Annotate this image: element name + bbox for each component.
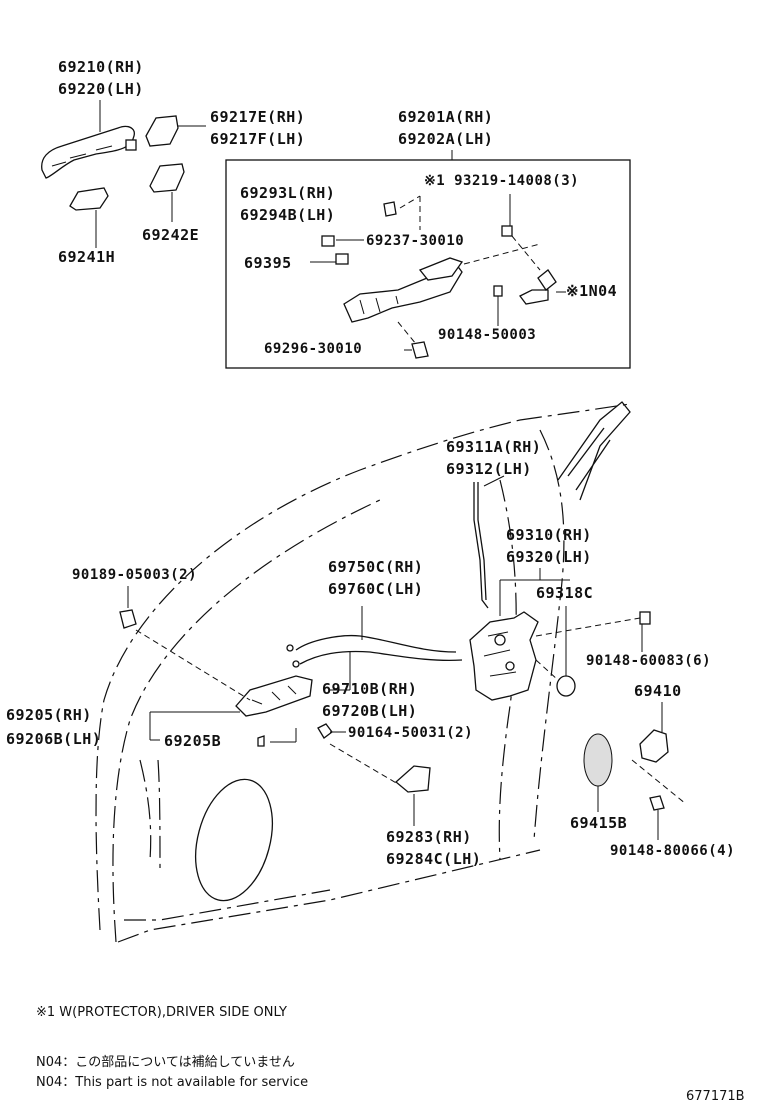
label-69294b: 69294B(LH) bbox=[240, 206, 336, 224]
label-69284c: 69284C(LH) bbox=[386, 850, 482, 868]
label-69318c: 69318C bbox=[536, 584, 594, 602]
outside-handle-drawing bbox=[41, 125, 137, 179]
grommet-drawing bbox=[556, 675, 576, 697]
handle-cover-drawing bbox=[145, 115, 179, 147]
label-69410: 69410 bbox=[634, 682, 682, 700]
label-69202a: 69202A(LH) bbox=[398, 130, 494, 148]
label-69217e: 69217E(RH) bbox=[210, 108, 306, 126]
striker-drawing bbox=[639, 729, 669, 763]
label-69220: 69220(LH) bbox=[58, 80, 144, 98]
label-90148-80066: 90148-80066(4) bbox=[610, 843, 736, 859]
note-n04-japanese: N04：この部品については補給していません bbox=[36, 1055, 295, 1070]
label-69415b: 69415B bbox=[570, 814, 628, 832]
label-69760c: 69760C(LH) bbox=[328, 580, 424, 598]
label-69395: 69395 bbox=[244, 254, 292, 272]
figure-id: 677171B bbox=[686, 1089, 745, 1104]
door-lock-drawing bbox=[469, 611, 539, 701]
door-outline-drawing bbox=[95, 401, 631, 943]
label-69242e: 69242E bbox=[142, 226, 200, 244]
plate-drawing bbox=[583, 733, 613, 787]
label-69201a: 69201A(RH) bbox=[398, 108, 494, 126]
screw-drawing bbox=[639, 611, 651, 625]
label-69320: 69320(LH) bbox=[506, 548, 592, 566]
label-69750c: 69750C(RH) bbox=[328, 558, 424, 576]
label-69217f: 69217F(LH) bbox=[210, 130, 306, 148]
label-90148-50003: 90148-50003 bbox=[438, 327, 537, 343]
label-69293l: 69293L(RH) bbox=[240, 184, 336, 202]
handle-frame-drawing bbox=[321, 201, 557, 359]
label-69241h: 69241H bbox=[58, 248, 116, 266]
screw-inner-drawing bbox=[317, 723, 333, 739]
label-90148-60083: 90148-60083(6) bbox=[586, 653, 712, 669]
label-69710b: 69710B(RH) bbox=[322, 680, 418, 698]
label-69205: 69205(RH) bbox=[6, 706, 92, 724]
screw-striker-drawing bbox=[649, 795, 665, 811]
rod-drawing bbox=[473, 482, 489, 609]
label-69296: 69296-30010 bbox=[264, 341, 363, 357]
pad-front-drawing bbox=[69, 187, 109, 211]
label-69205b: 69205B bbox=[164, 732, 222, 750]
label-69210: 69210(RH) bbox=[58, 58, 144, 76]
pad-rear-drawing bbox=[149, 163, 185, 193]
label-69310: 69310(RH) bbox=[506, 526, 592, 544]
label-n04: ※1N04 bbox=[566, 282, 618, 300]
label-90189: 90189-05003(2) bbox=[72, 567, 198, 583]
pad-inner-drawing bbox=[395, 765, 431, 793]
label-69237: 69237-30010 bbox=[366, 233, 465, 249]
label-90164: 90164-50031(2) bbox=[348, 725, 474, 741]
label-93219: ※1 93219-14008(3) bbox=[424, 173, 580, 189]
label-69206b: 69206B(LH) bbox=[6, 730, 102, 748]
label-69312: 69312(LH) bbox=[446, 460, 532, 478]
label-69720b: 69720B(LH) bbox=[322, 702, 418, 720]
label-69311a: 69311A(RH) bbox=[446, 438, 542, 456]
note-n04-english: N04：This part is not available for servi… bbox=[36, 1075, 309, 1090]
label-69283: 69283(RH) bbox=[386, 828, 472, 846]
cables-drawing bbox=[286, 634, 463, 668]
note-protector: ※1 W(PROTECTOR),DRIVER SIDE ONLY bbox=[36, 1005, 287, 1020]
frame-assembly-box bbox=[225, 159, 631, 369]
clip-drawing bbox=[119, 609, 137, 629]
inside-handle-drawing bbox=[235, 675, 313, 717]
